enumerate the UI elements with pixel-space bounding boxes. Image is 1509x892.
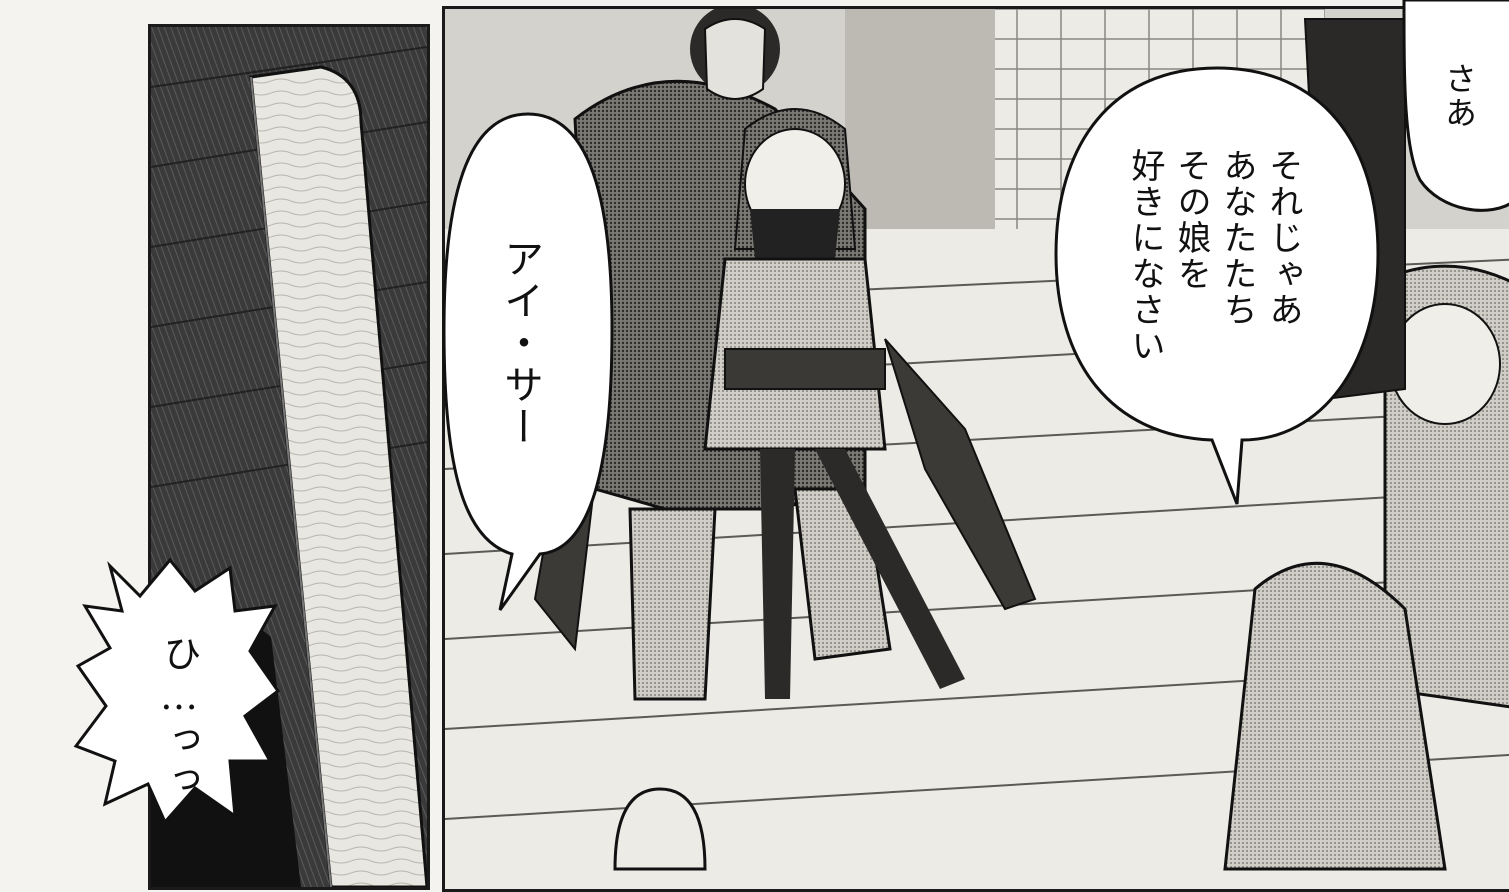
speech-text-hi-tsu: ひ…っっ — [157, 634, 201, 800]
speech-bubble-shape — [1054, 66, 1380, 505]
speech-text-ai-sir: アイ・サー — [497, 238, 543, 448]
speech-bubble-shape — [1402, 0, 1509, 212]
speech-bubble-sore-ja: それじゃあ あなたたち その娘を 好きになさい — [1052, 64, 1382, 505]
speech-bubble-saa: さあ — [1400, 0, 1509, 212]
speech-bubble-ai-sir: アイ・サー — [440, 110, 616, 611]
speech-text-sore-ja: それじゃあ あなたたち その娘を 好きになさい — [1125, 148, 1303, 364]
speech-bubble-hi-tsu: ひ…っっ — [70, 556, 281, 826]
speech-bubble-shape — [442, 112, 614, 611]
jagged-bubble-shape — [73, 557, 281, 825]
speech-text-saa: さあ — [1440, 62, 1478, 130]
